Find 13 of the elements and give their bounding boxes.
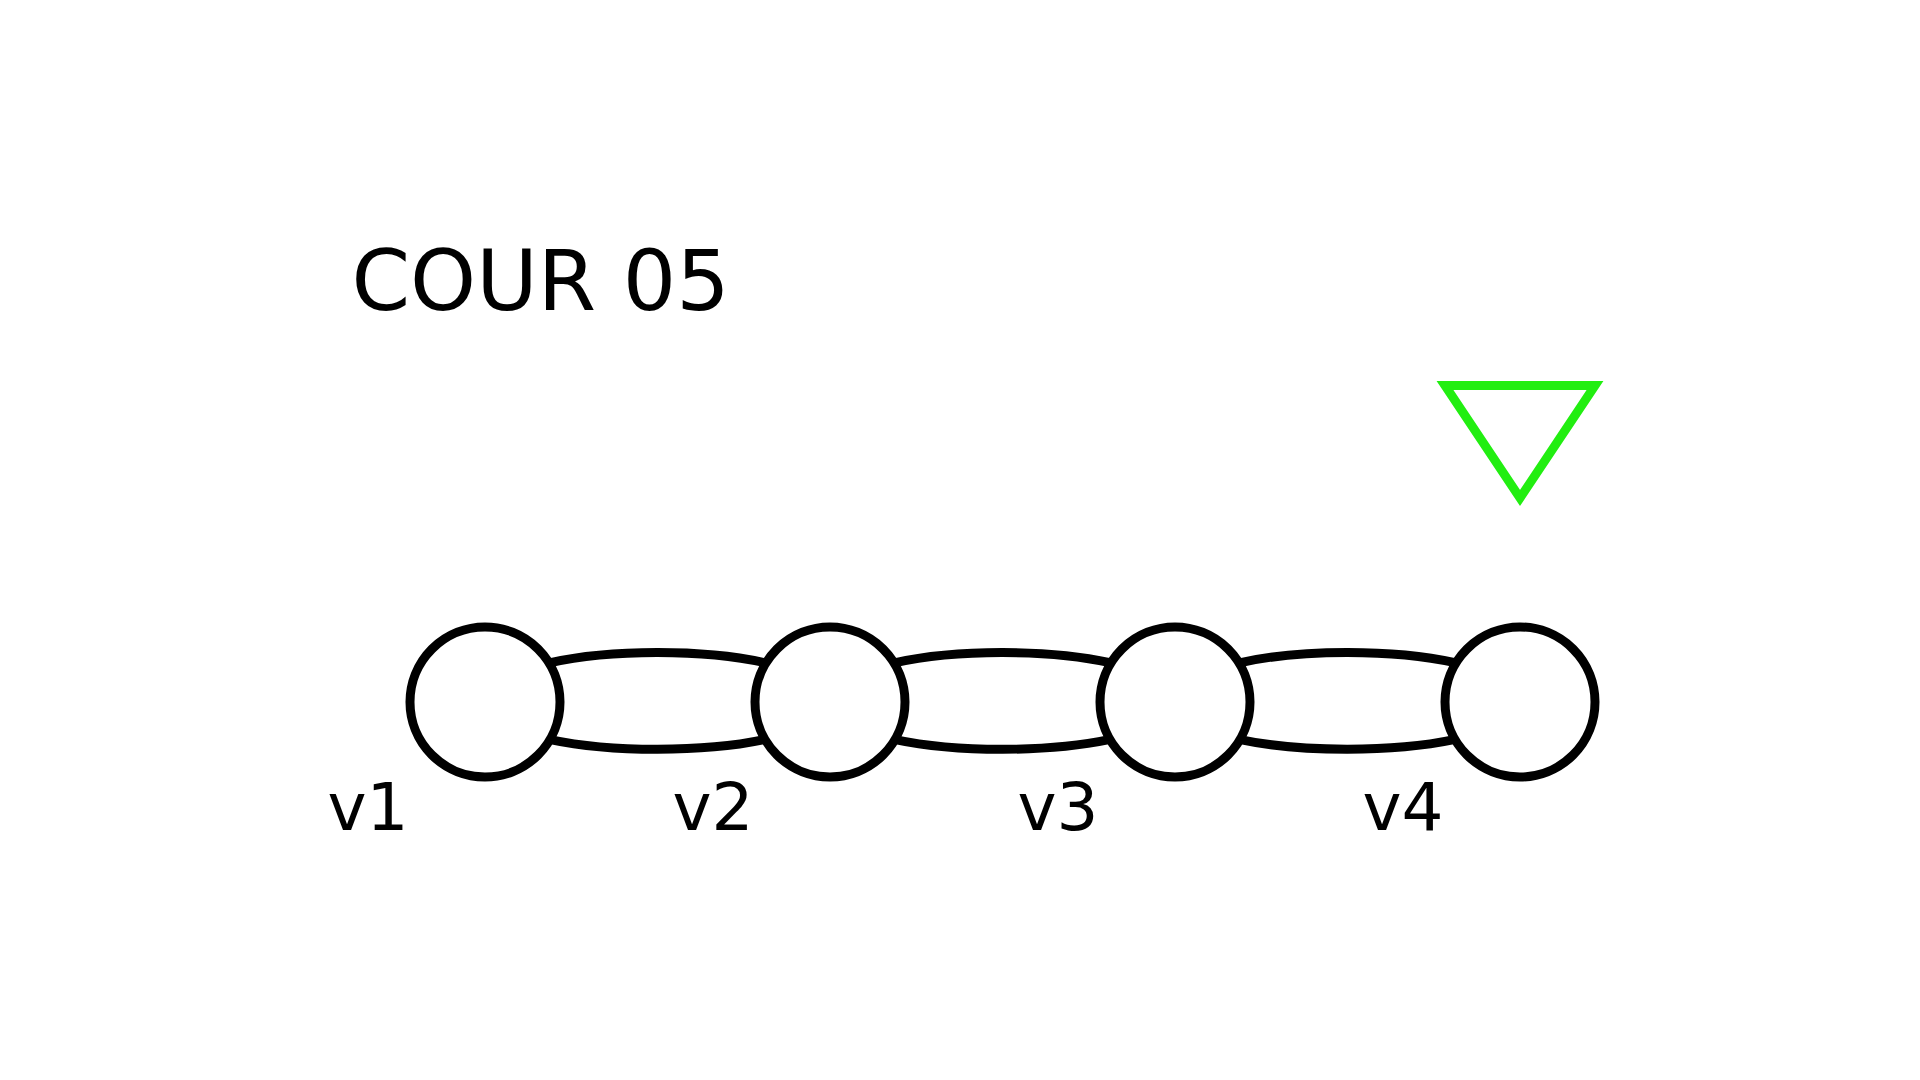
node-label: v3 [1016,768,1099,846]
connector [1238,648,1456,668]
node-triangle [1436,381,1603,507]
node-label: v1 [326,768,409,846]
connector [548,648,766,668]
node-circle [1440,622,1599,782]
node-label: v2 [671,768,754,846]
diagram-title: COUR 05 [350,232,730,331]
connector [893,648,1111,668]
node-label: v4 [1361,768,1444,846]
node-circle [405,622,564,782]
node-circle [750,622,909,782]
node-circle [1095,622,1254,782]
